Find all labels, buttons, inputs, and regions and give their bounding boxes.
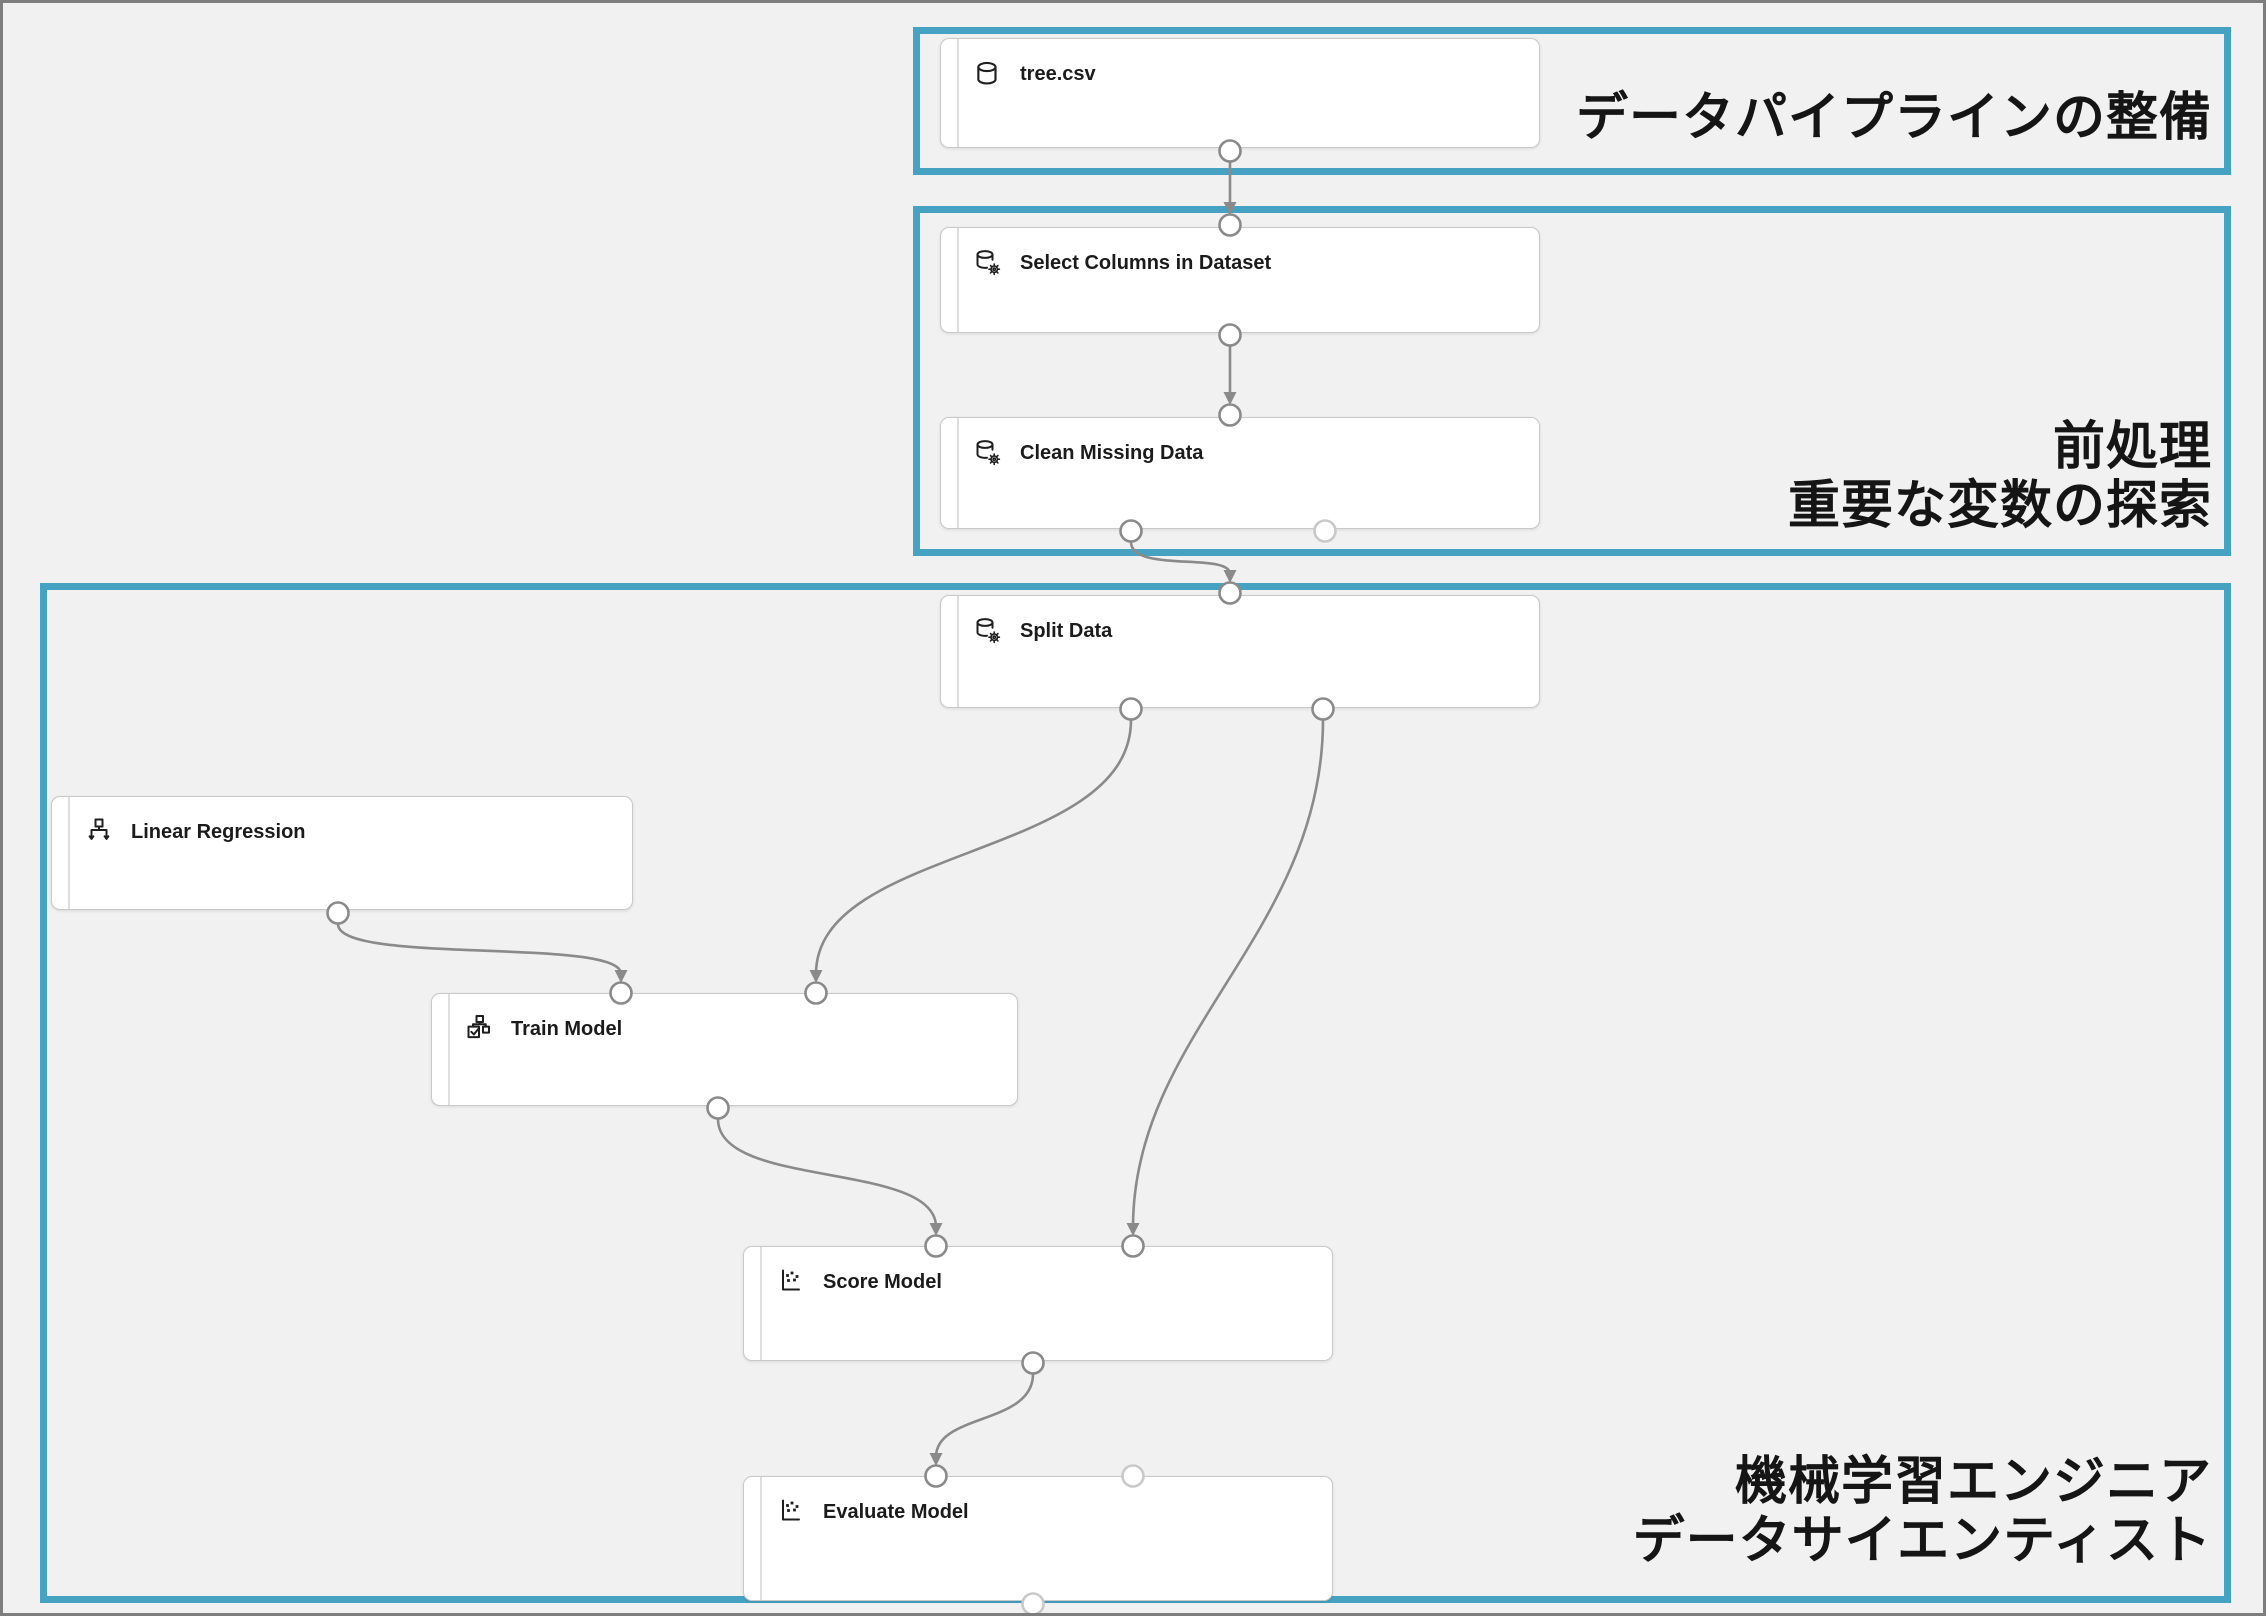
preprocessing-annotation: 前処理 重要な変数の探索 — [1788, 418, 2212, 536]
node-label: Train Model — [511, 1017, 623, 1040]
machine-learning-annotation: 機械学習エンジニア データサイエンティスト — [1633, 1453, 2212, 1571]
output-port-evaluatemodel[interactable] — [1021, 1592, 1045, 1615]
input-port-cleanmissing[interactable] — [1218, 403, 1242, 427]
dataset-cylinder-glyph — [977, 61, 997, 85]
connector-scoremodel-to-evaluatemodel[interactable] — [929, 1373, 1035, 1466]
algorithm-tree-glyph — [88, 818, 110, 840]
output-port-cleanmissing-right[interactable] — [1313, 519, 1337, 543]
output-port-splitdata-right[interactable] — [1311, 697, 1335, 721]
scatter-chart-glyph — [782, 1499, 800, 1521]
input-port-trainmodel-left[interactable] — [609, 981, 633, 1005]
node-label: tree.csv — [1020, 62, 1096, 85]
scatter-chart-icon — [776, 1267, 806, 1297]
node-clean-missing-data[interactable]: Clean Missing Data — [940, 417, 1540, 529]
database-gear-icon — [973, 616, 1003, 646]
database-gear-glyph — [976, 440, 1001, 466]
output-port-scoremodel[interactable] — [1021, 1351, 1045, 1375]
node-train-model[interactable]: Train Model — [431, 993, 1018, 1106]
connector-splitdata-to-scoremodel[interactable] — [1126, 719, 1325, 1236]
database-gear-glyph — [976, 250, 1001, 276]
annotation-line: 重要な変数の探索 — [1787, 477, 2212, 535]
output-port-treecsv[interactable] — [1218, 139, 1242, 163]
database-gear-icon — [973, 248, 1003, 278]
node-label: Split Data — [1020, 619, 1113, 642]
annotation-line: 前処理 — [2052, 418, 2212, 476]
connector-splitdata-to-trainmodel[interactable] — [809, 719, 1133, 983]
connector-trainmodel-to-scoremodel[interactable] — [716, 1118, 943, 1236]
dataset-cylinder-icon — [973, 59, 1003, 89]
scatter-chart-icon — [776, 1497, 806, 1527]
node-linear-regression[interactable]: Linear Regression — [51, 796, 633, 910]
input-port-splitdata[interactable] — [1218, 581, 1242, 605]
scatter-chart-glyph — [782, 1269, 800, 1291]
input-port-evaluatemodel-left[interactable] — [924, 1464, 948, 1488]
input-port-selectcolumns[interactable] — [1218, 213, 1242, 237]
annotation-line: 機械学習エンジニア — [1734, 1453, 2212, 1511]
database-gear-glyph — [976, 618, 1001, 644]
node-label: Select Columns in Dataset — [1020, 251, 1272, 274]
preprocessing-group-frame: 前処理 重要な変数の探索 — [913, 206, 2231, 556]
output-port-trainmodel[interactable] — [706, 1096, 730, 1120]
node-label: Linear Regression — [131, 820, 306, 843]
input-port-trainmodel-right[interactable] — [804, 981, 828, 1005]
node-label: Score Model — [823, 1270, 942, 1293]
connections-layer — [326, 139, 1337, 1615]
node-tree-csv[interactable]: tree.csv — [940, 38, 1540, 148]
connector-linearregression-to-trainmodel[interactable] — [336, 923, 628, 983]
output-port-linearregression[interactable] — [326, 901, 350, 925]
node-split-data[interactable]: Split Data — [940, 595, 1540, 708]
output-port-splitdata-left[interactable] — [1119, 697, 1143, 721]
node-evaluate-model[interactable]: Evaluate Model — [743, 1476, 1333, 1601]
input-port-scoremodel-right[interactable] — [1121, 1234, 1145, 1258]
train-model-glyph — [467, 1015, 490, 1039]
node-select-columns[interactable]: Select Columns in Dataset — [940, 227, 1540, 333]
database-gear-icon — [973, 438, 1003, 468]
annotation-line: データサイエンティスト — [1632, 1512, 2212, 1570]
output-port-selectcolumns[interactable] — [1218, 323, 1242, 347]
train-model-icon — [464, 1014, 494, 1044]
input-port-evaluatemodel-right[interactable] — [1121, 1464, 1145, 1488]
data-pipeline-annotation: データパイプラインの整備 — [1575, 89, 2212, 147]
node-label: Clean Missing Data — [1020, 441, 1204, 464]
machine-learning-group-frame: 機械学習エンジニア データサイエンティスト — [40, 583, 2231, 1603]
node-score-model[interactable]: Score Model — [743, 1246, 1333, 1361]
output-port-cleanmissing-left[interactable] — [1119, 519, 1143, 543]
connector-cleanmissing-to-splitdata[interactable] — [1129, 541, 1237, 583]
node-label: Evaluate Model — [823, 1500, 969, 1523]
data-pipeline-group-frame: データパイプラインの整備 — [913, 27, 2231, 175]
algorithm-tree-icon — [84, 817, 114, 847]
input-port-scoremodel-left[interactable] — [924, 1234, 948, 1258]
